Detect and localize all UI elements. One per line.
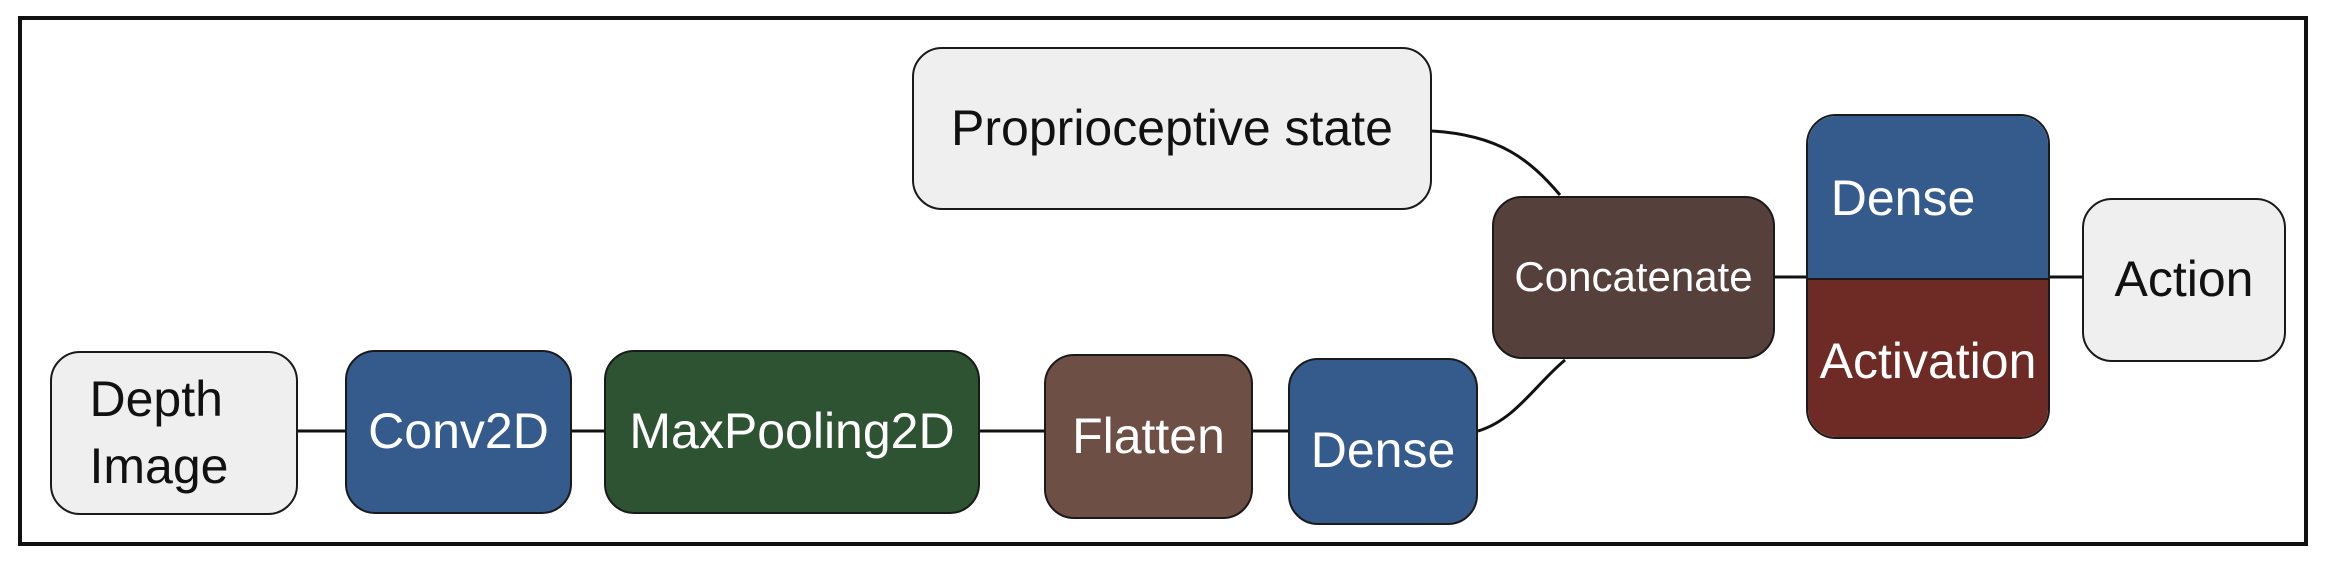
activation-section: Activation [1808, 280, 2048, 437]
concatenate-node: Concatenate [1492, 196, 1775, 359]
depth-image-node: Depth Image [50, 351, 298, 515]
depth-image-line-2: Image [89, 438, 229, 494]
concatenate-label: Concatenate [1514, 253, 1753, 301]
conv2d-label: Conv2D [368, 403, 549, 460]
dense-activation-node: Dense Activation [1806, 114, 2050, 439]
depth-image-line-1: Depth [89, 370, 223, 427]
activation-label: Activation [1819, 332, 2037, 389]
dense-2-label: Dense [1830, 169, 1976, 226]
proprioceptive-state-label: Proprioceptive state [951, 99, 1393, 156]
dense-activation-divider [1808, 278, 2048, 281]
dense-1-label: Dense [1310, 421, 1456, 478]
flatten-node: Flatten [1044, 354, 1253, 519]
proprioceptive-state-node: Proprioceptive state [912, 47, 1432, 210]
maxpooling2d-node: MaxPooling2D [604, 350, 980, 514]
dense-section: Dense [1808, 116, 2048, 279]
action-label: Action [2114, 251, 2254, 308]
maxpooling2d-label: MaxPooling2D [629, 403, 955, 460]
flatten-label: Flatten [1072, 407, 1225, 464]
dense-node-1: Dense [1288, 358, 1478, 525]
action-node: Action [2082, 198, 2286, 362]
conv2d-node: Conv2D [345, 350, 572, 514]
